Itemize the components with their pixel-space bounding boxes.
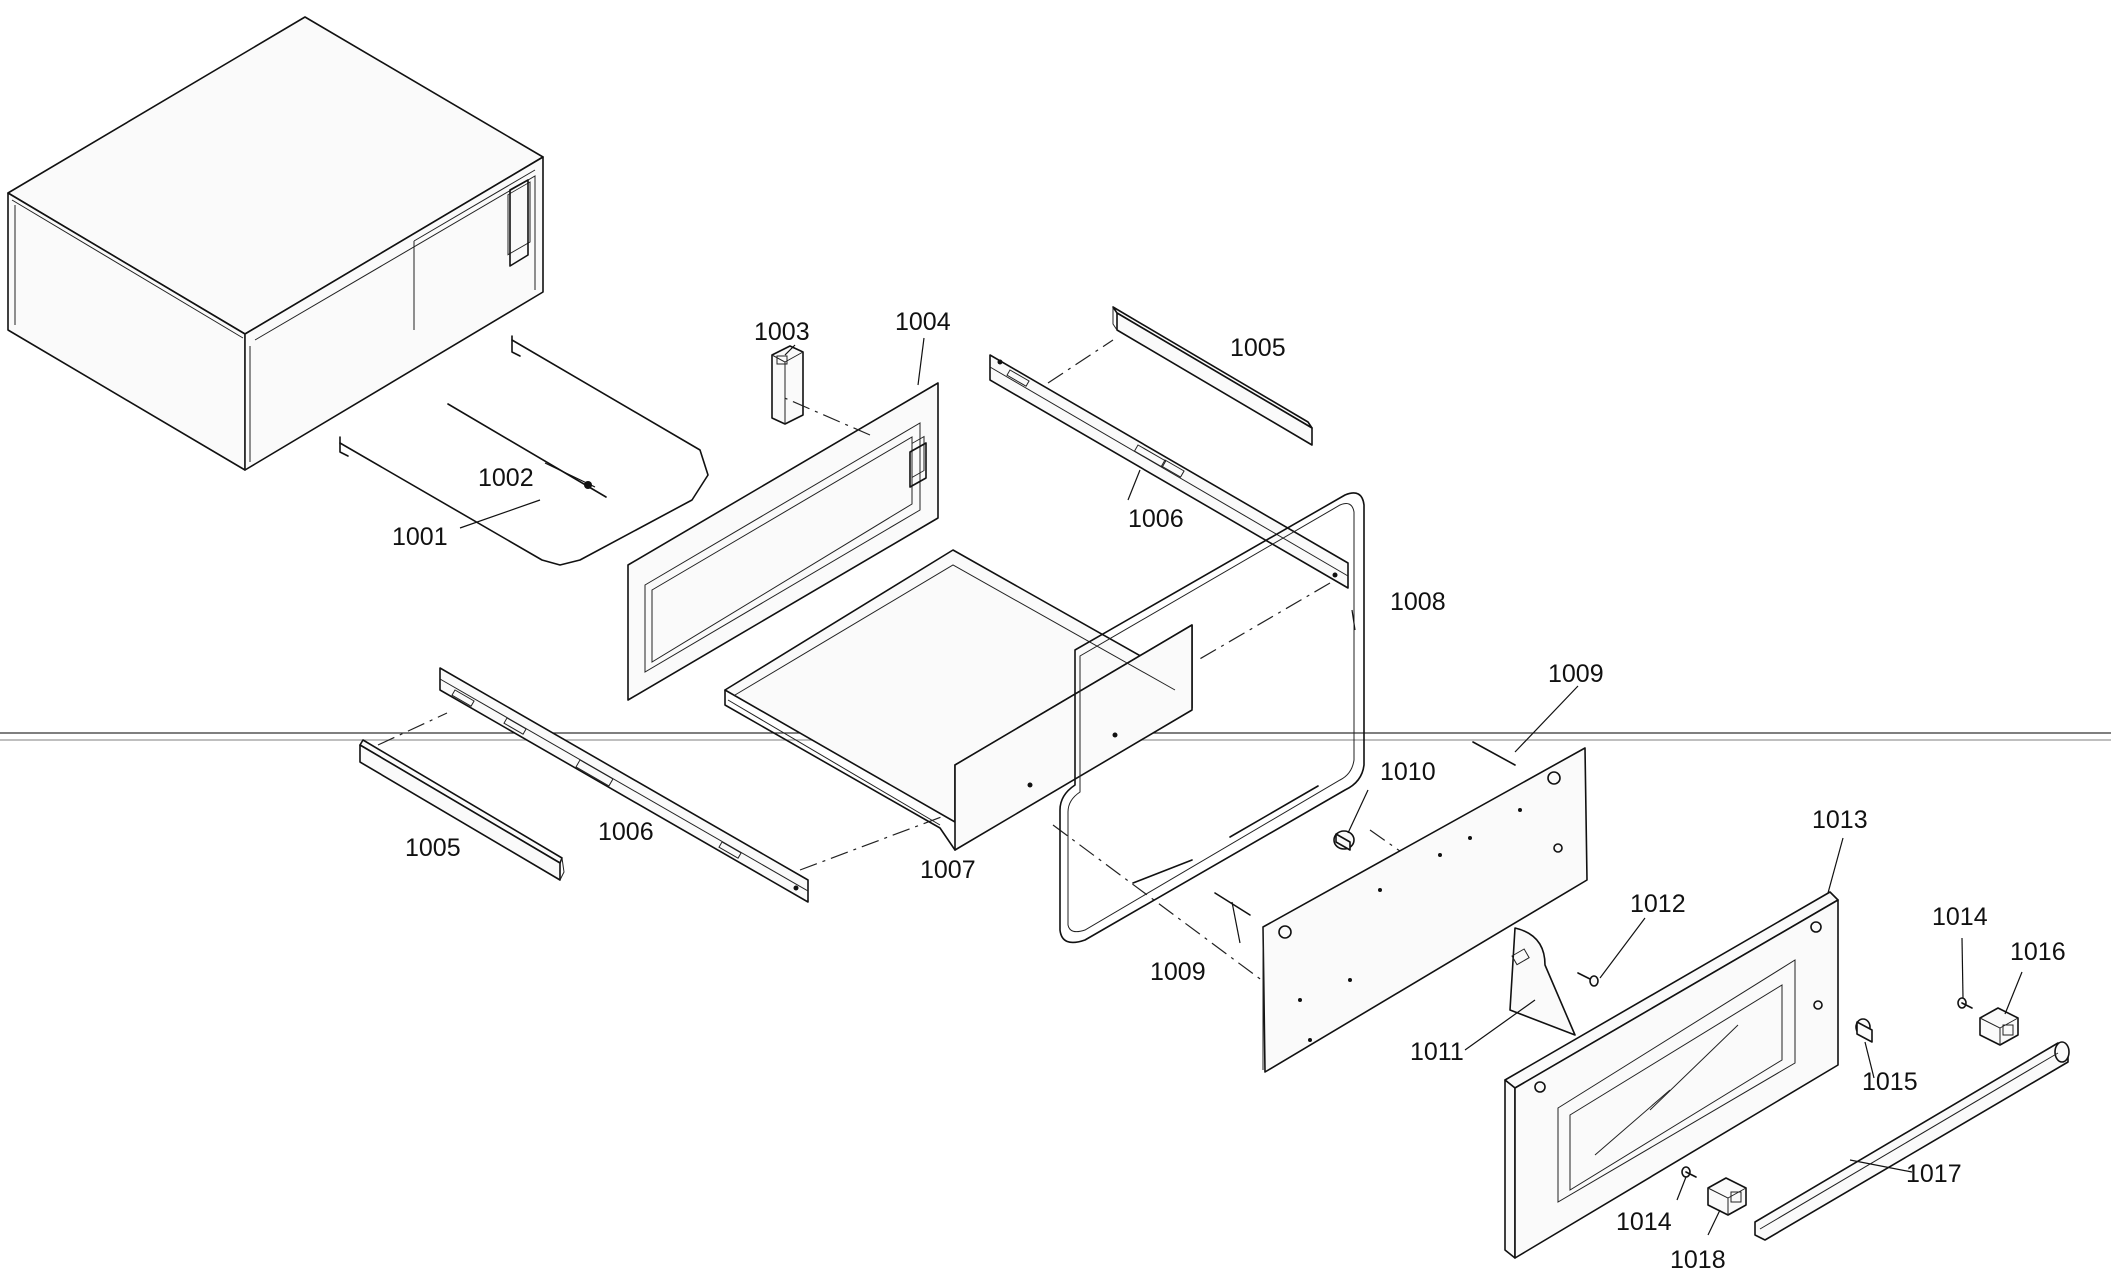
part-1016-handle-bracket [1979, 1007, 2019, 1046]
callout-1009-lower: 1009 [1150, 958, 1206, 986]
callout-1005-lower: 1005 [405, 834, 461, 862]
part-1018-handle-bracket [1707, 1177, 1747, 1216]
callout-1003: 1003 [754, 318, 810, 346]
part-1009-pin-upper [1472, 741, 1516, 766]
part-1014-screw-lower [1681, 1166, 1697, 1178]
callout-1009-upper: 1009 [1548, 660, 1604, 688]
leader-lines [459, 337, 2023, 1236]
callout-1018: 1018 [1670, 1246, 1726, 1274]
callout-1012: 1012 [1630, 890, 1686, 918]
part-rod-middle [1132, 785, 1319, 884]
callout-1015: 1015 [1862, 1068, 1918, 1096]
callout-1008: 1008 [1390, 588, 1446, 616]
callout-1006-lower: 1006 [598, 818, 654, 846]
callout-1002: 1002 [478, 464, 534, 492]
part-1012-screw [1577, 972, 1599, 987]
part-1001-wire-rack [339, 335, 709, 566]
part-1003-bracket [771, 345, 804, 425]
part-1011-cam-plate [1509, 927, 1576, 1036]
callout-1013: 1013 [1812, 806, 1868, 834]
callout-1014-lower: 1014 [1616, 1208, 1672, 1236]
callout-1004: 1004 [895, 308, 951, 336]
part-1013-outer-door [1504, 891, 1839, 1259]
part-1017-handle-bar [1754, 1041, 2070, 1241]
callout-1006-upper: 1006 [1128, 505, 1184, 533]
part-1006-slide-lower [439, 667, 809, 903]
outer-housing [7, 16, 544, 471]
part-1007-drawer-pan [724, 549, 1193, 851]
part-1005-angle-lower [359, 739, 565, 881]
callout-1007: 1007 [920, 856, 976, 884]
callout-1010: 1010 [1380, 758, 1436, 786]
part-1008-gasket [1059, 492, 1365, 944]
callout-1011: 1011 [1410, 1038, 1464, 1066]
part-1005-angle-upper [1112, 306, 1313, 446]
part-1010-bushing [1333, 830, 1355, 851]
callout-1001: 1001 [392, 523, 448, 551]
callout-1005-upper: 1005 [1230, 334, 1286, 362]
callout-1017: 1017 [1906, 1160, 1962, 1188]
inner-door-panel [1262, 747, 1588, 1073]
part-1006-slide-upper [989, 354, 1349, 589]
part-1015-spacer [1855, 1018, 1873, 1043]
part-1014-screw-upper [1957, 997, 1973, 1009]
part-1004-front-frame [627, 382, 939, 701]
callout-1014-upper: 1014 [1932, 903, 1988, 931]
callout-1016: 1016 [2010, 938, 2066, 966]
